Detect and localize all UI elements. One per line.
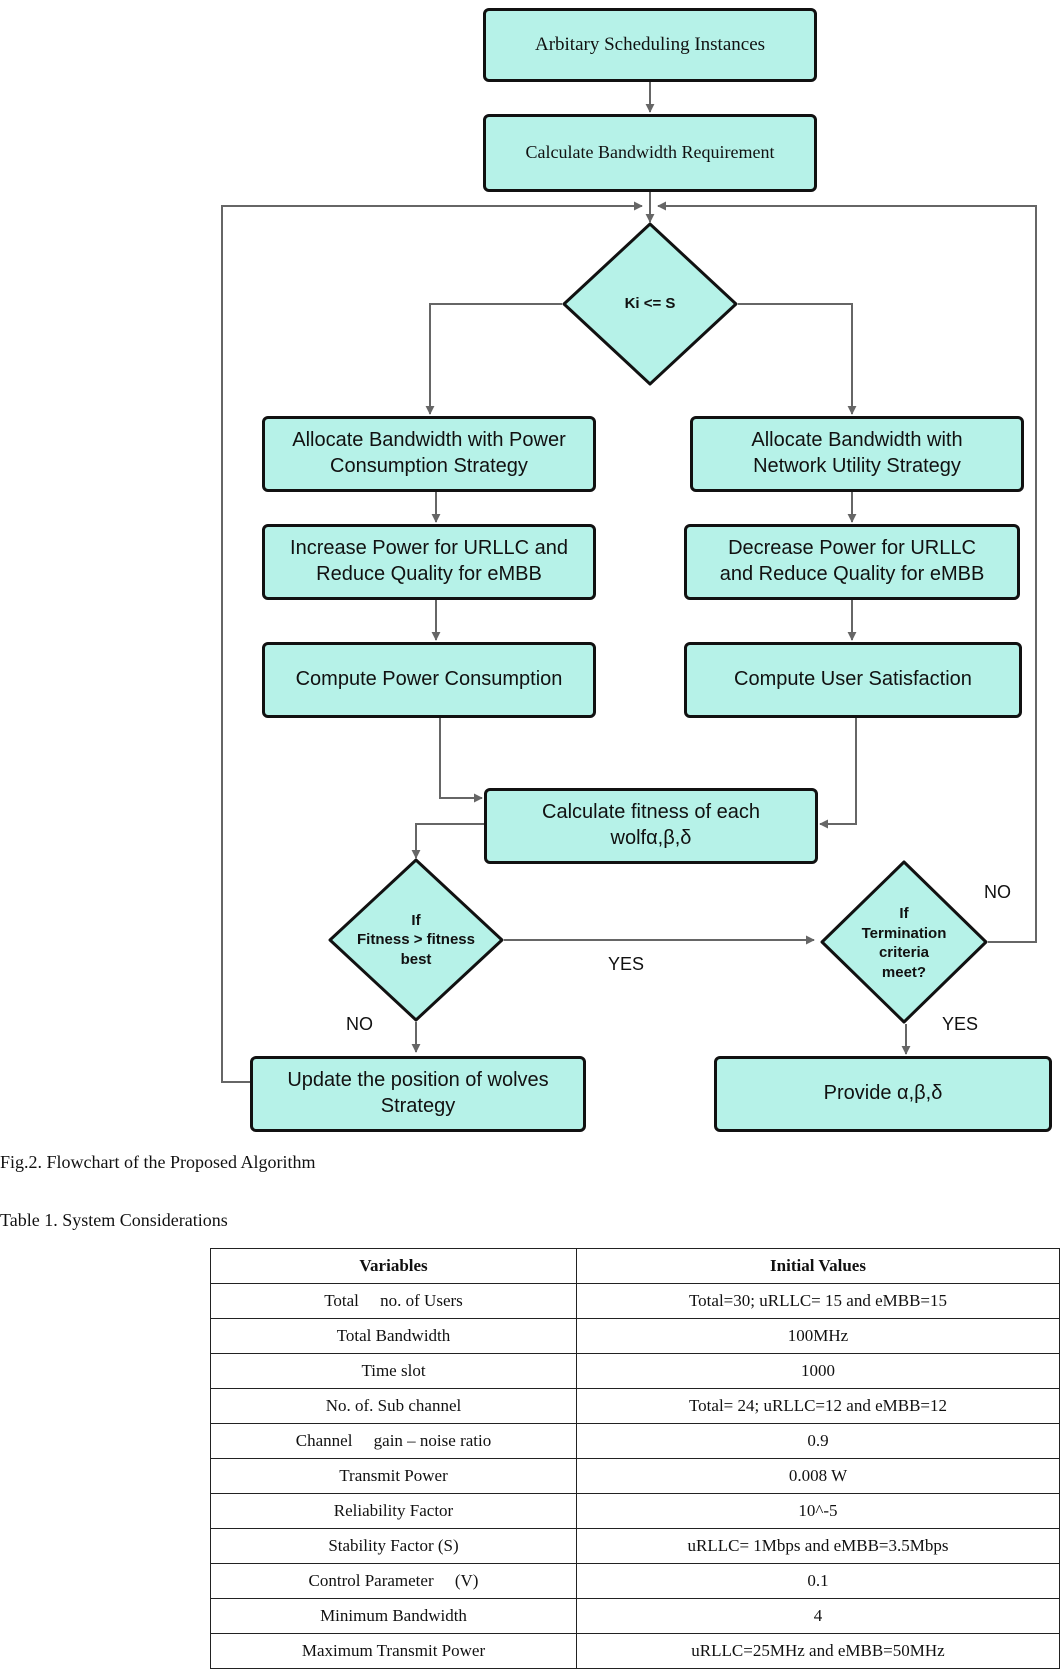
node-decrease-power: Decrease Power for URLLC and Reduce Qual…: [684, 524, 1020, 600]
node-compute-power: Compute Power Consumption: [262, 642, 596, 718]
table-cell-value: 1000: [576, 1353, 1060, 1389]
decision-termination-shape: [820, 860, 988, 1024]
node-calc-bandwidth: Calculate Bandwidth Requirement: [483, 114, 817, 192]
table-cell-value: 0.1: [576, 1563, 1060, 1599]
table-row: Transmit Power 0.008 W: [210, 1458, 1060, 1494]
table-row: Channel gain – noise ratio 0.9: [210, 1423, 1060, 1459]
table-cell-value: 4: [576, 1598, 1060, 1634]
table-row: No. of. Sub channel Total= 24; uRLLC=12 …: [210, 1388, 1060, 1424]
edge-update-loop: [221, 201, 643, 1083]
table-row: Control Parameter (V) 0.1: [210, 1563, 1060, 1599]
table-cell-variable: Channel gain – noise ratio: [210, 1423, 577, 1459]
table-caption: Table 1. System Considerations: [0, 1210, 228, 1230]
edge-decision-to-alloc-utility: [738, 303, 857, 415]
label-termination-yes: YES: [942, 1014, 979, 1034]
table-cell-value: 10^-5: [576, 1493, 1060, 1529]
table-row: Minimum Bandwidth 4: [210, 1598, 1060, 1634]
node-alloc-power: Allocate Bandwidth with Power Consumptio…: [262, 416, 596, 492]
decision-k-shape: [562, 222, 738, 386]
edge-decision-to-alloc-power: [425, 303, 562, 415]
figure-caption: Fig.2. Flowchart of the Proposed Algorit…: [0, 1152, 316, 1172]
table-cell-value: uRLLC=25MHz and eMBB=50MHz: [576, 1633, 1060, 1669]
table-row: Total Bandwidth 100MHz: [210, 1318, 1060, 1354]
table-row: Reliability Factor 10^-5: [210, 1493, 1060, 1529]
table-cell-variable: Total no. of Users: [210, 1283, 577, 1319]
edge-compute-satisfaction-to-fitness: [819, 718, 857, 829]
table-cell-variable: Time slot: [210, 1353, 577, 1389]
node-increase-power: Increase Power for URLLC and Reduce Qual…: [262, 524, 596, 600]
table-row: Total no. of Users Total=30; uRLLC= 15 a…: [210, 1283, 1060, 1319]
table-cell-value: Total=30; uRLLC= 15 and eMBB=15: [576, 1283, 1060, 1319]
table-row: Time slot 1000: [210, 1353, 1060, 1389]
table-cell-variable: Total Bandwidth: [210, 1318, 577, 1354]
decision-k-label: Ki <= S: [624, 295, 676, 313]
table-row: Stability Factor (S) uRLLC= 1Mbps and eM…: [210, 1528, 1060, 1564]
node-alloc-utility: Allocate Bandwidth with Network Utility …: [690, 416, 1024, 492]
table-cell-variable: Transmit Power: [210, 1458, 577, 1494]
table-cell-value: Total= 24; uRLLC=12 and eMBB=12: [576, 1388, 1060, 1424]
table-header-cell: Variables: [210, 1248, 577, 1284]
node-start: Arbitary Scheduling Instances: [483, 8, 817, 82]
label-fitness-no: NO: [346, 1014, 373, 1034]
node-provide: Provide α,β,δ: [714, 1056, 1052, 1132]
table-cell-value: uRLLC= 1Mbps and eMBB=3.5Mbps: [576, 1528, 1060, 1564]
decision-termination-label: If Termination criteria meet?: [861, 905, 947, 981]
decision-fitness-shape: [328, 858, 504, 1022]
edge-termination-no-loop: [657, 201, 1037, 943]
node-calc-fitness: Calculate fitness of each wolfα,β,δ: [484, 788, 818, 864]
label-termination-no: NO: [984, 882, 1011, 902]
table-header-row: Variables Initial Values: [210, 1248, 1060, 1284]
table-cell-variable: Minimum Bandwidth: [210, 1598, 577, 1634]
node-update-position: Update the position of wolves Strategy: [250, 1056, 586, 1132]
decision-fitness-label: If Fitness > fitness best: [357, 911, 475, 968]
table-cell-value: 0.008 W: [576, 1458, 1060, 1494]
edge-compute-power-to-fitness: [439, 718, 483, 803]
table-cell-variable: Reliability Factor: [210, 1493, 577, 1529]
table-cell-variable: Stability Factor (S): [210, 1528, 577, 1564]
edge-fitness-to-decision-fitness: [411, 823, 486, 859]
table-cell-variable: Maximum Transmit Power: [210, 1633, 577, 1669]
table-header-cell: Initial Values: [576, 1248, 1060, 1284]
node-compute-satisfaction: Compute User Satisfaction: [684, 642, 1022, 718]
label-fitness-yes: YES: [608, 954, 645, 974]
table-cell-value: 100MHz: [576, 1318, 1060, 1354]
table-cell-variable: No. of. Sub channel: [210, 1388, 577, 1424]
system-considerations-table: Variables Initial Values Total no. of Us…: [210, 1248, 1060, 1669]
table-cell-variable: Control Parameter (V): [210, 1563, 577, 1599]
table-row: Maximum Transmit Power uRLLC=25MHz and e…: [210, 1633, 1060, 1669]
table-cell-value: 0.9: [576, 1423, 1060, 1459]
